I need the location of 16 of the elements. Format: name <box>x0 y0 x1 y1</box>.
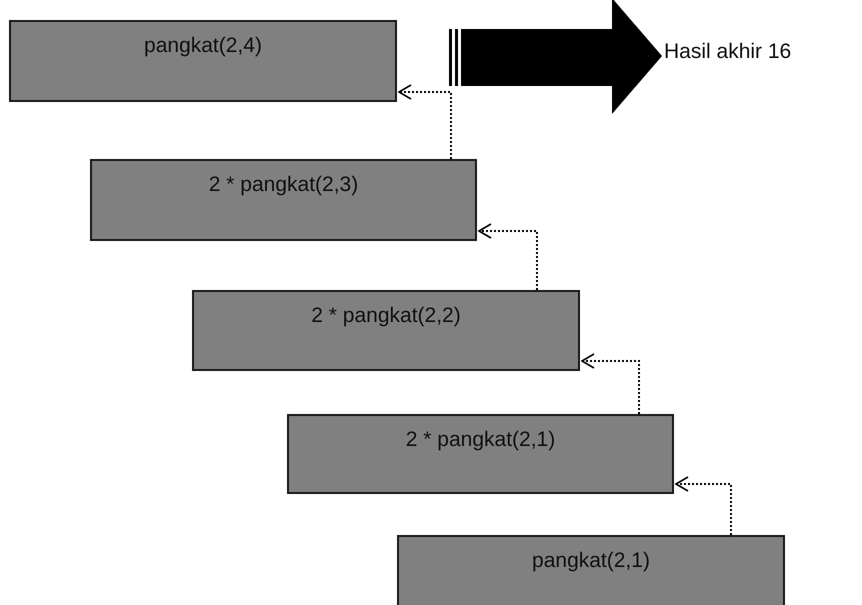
box-label: 2 * pangkat(2,1) <box>406 428 556 451</box>
process-box <box>9 20 397 102</box>
dotted-arrow <box>675 476 732 535</box>
box-label: pangkat(2,4) <box>144 34 262 57</box>
dotted-arrow <box>581 353 640 414</box>
block-arrow <box>449 0 662 114</box>
process-box <box>287 414 674 494</box>
process-box <box>397 535 785 605</box>
process-box <box>90 159 477 241</box>
box-label: 2 * pangkat(2,3) <box>208 173 358 196</box>
result-text: Hasil akhir 16 <box>664 40 792 63</box>
box-label: 2 * pangkat(2,2) <box>311 304 461 327</box>
dotted-arrow <box>478 223 538 290</box>
dotted-arrow <box>398 84 452 159</box>
box-label: pangkat(2,1) <box>532 549 650 572</box>
process-box <box>192 290 580 371</box>
